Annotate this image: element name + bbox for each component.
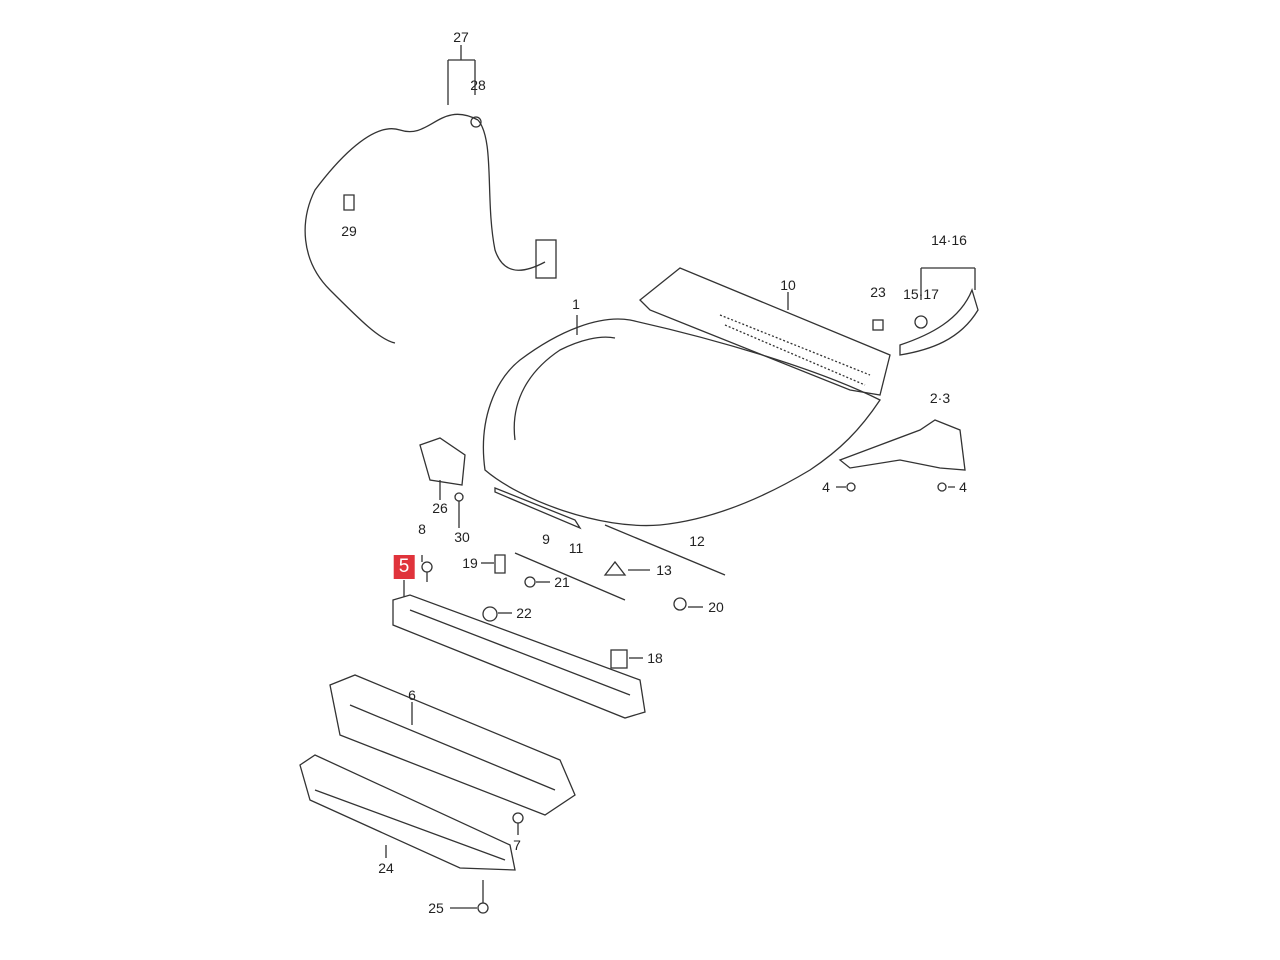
callout-20: 20 bbox=[708, 599, 724, 615]
hood-hinge bbox=[838, 419, 966, 471]
callout-21: 21 bbox=[554, 574, 570, 590]
callout-13: 13 bbox=[656, 562, 672, 578]
callout-5-highlighted[interactable]: 5 bbox=[393, 555, 415, 579]
callout-30: 30 bbox=[454, 529, 470, 545]
side-seal bbox=[899, 288, 979, 356]
callout-19: 19 bbox=[462, 555, 478, 571]
hood-panel bbox=[482, 315, 881, 527]
callout-7: 7 bbox=[513, 837, 521, 853]
bumper-reinforcement bbox=[329, 674, 576, 835]
hood-release-cable bbox=[304, 45, 557, 344]
callout-6: 6 bbox=[408, 687, 416, 703]
callout-12: 12 bbox=[689, 533, 705, 549]
callout-24: 24 bbox=[378, 860, 394, 876]
callout-1: 1 bbox=[572, 296, 580, 312]
callout-11: 11 bbox=[568, 540, 584, 556]
callout-2-3: 2·3 bbox=[929, 390, 951, 406]
front-lower-panel bbox=[299, 754, 516, 914]
callout-22: 22 bbox=[516, 605, 532, 621]
callout-29: 29 bbox=[341, 223, 357, 239]
callout-27: 27 bbox=[453, 29, 469, 45]
callout-25: 25 bbox=[428, 900, 444, 916]
callout-28: 28 bbox=[470, 77, 486, 93]
front-upper-panel bbox=[392, 580, 646, 719]
callout-9: 9 bbox=[542, 531, 550, 547]
callout-4-right: 4 bbox=[959, 479, 967, 495]
callout-15-17: 15·17 bbox=[903, 286, 939, 302]
callout-14-16: 14·16 bbox=[931, 232, 967, 248]
hood-latch bbox=[419, 437, 466, 486]
cowl-top-panel bbox=[639, 267, 891, 396]
callout-4-left: 4 bbox=[822, 479, 830, 495]
callout-23: 23 bbox=[870, 284, 886, 300]
callout-18: 18 bbox=[647, 650, 663, 666]
callout-8: 8 bbox=[418, 521, 426, 537]
callout-10: 10 bbox=[780, 277, 796, 293]
callout-26: 26 bbox=[432, 500, 448, 516]
